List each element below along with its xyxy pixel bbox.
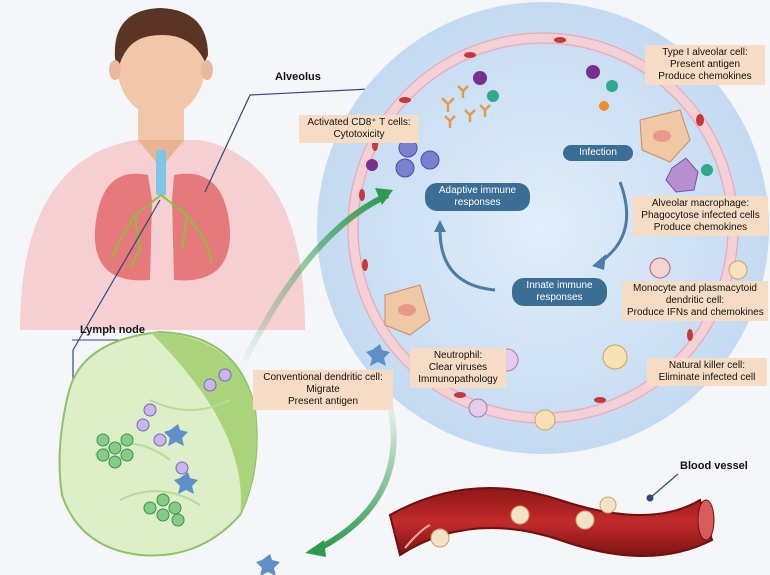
infection-pill: Infection xyxy=(563,145,633,161)
macrophage-line-1: Alveolar macrophage: xyxy=(651,198,750,209)
vessel-tube xyxy=(388,487,714,557)
green-arrow-down xyxy=(318,404,397,551)
blood-cells xyxy=(430,496,617,548)
cdc-line-2: Migrate xyxy=(306,384,340,395)
cycle-arrow-left xyxy=(438,229,496,292)
monocyte-line-3: Produce IFNs and chemokines xyxy=(627,307,764,318)
person-figure xyxy=(20,8,305,330)
alveolus-sac xyxy=(317,2,769,454)
type1-line-3: Produce chemokines xyxy=(658,71,752,82)
pdc xyxy=(728,260,748,280)
alveolar-macrophage xyxy=(665,157,699,193)
neutrophil-line-1: Neutrophil: xyxy=(433,350,483,361)
type1-box: Type I alveolar cell: Present antigen Pr… xyxy=(645,45,765,85)
torso xyxy=(20,140,305,330)
blood-vessel xyxy=(388,473,715,557)
macrophage-box: Alveolar macrophage: Phagocytose infecte… xyxy=(633,196,768,236)
lymphocyte-cluster xyxy=(96,433,185,527)
monocyte-line-2: dendritic cell: xyxy=(665,295,725,306)
hair xyxy=(114,8,208,70)
virus-cluster xyxy=(366,65,713,176)
green-arrow-up xyxy=(242,192,390,362)
monocyte-line-1: Monocyte and plasmacytoid xyxy=(633,283,757,294)
nk-box: Natural killer cell: Eliminate infected … xyxy=(647,358,767,386)
cdc-box: Conventional dendritic cell: Migrate Pre… xyxy=(253,370,393,410)
macrophage-line-3: Produce chemokines xyxy=(653,222,748,233)
t-cells-in-node xyxy=(136,368,232,475)
type1-line-1: Type I alveolar cell: xyxy=(662,47,748,58)
trachea xyxy=(156,150,166,195)
blood-vessel-label: Blood vessel xyxy=(680,460,748,472)
innate-line-2: responses xyxy=(536,292,583,303)
monocyte-box: Monocyte and plasmacytoid dendritic cell… xyxy=(622,281,768,321)
cd8-line-2: Cytotoxicity xyxy=(333,129,385,140)
type1-line-2: Present antigen xyxy=(669,59,741,70)
nk-line-2: Eliminate infected cell xyxy=(658,372,756,383)
cd8-box: Activated CD8⁺ T cells: Cytotoxicity xyxy=(299,115,419,143)
adaptive-line-1: Adaptive immune xyxy=(438,185,517,196)
bronchi xyxy=(111,194,213,269)
nk-cell xyxy=(602,344,628,370)
cd8-line-1: Activated CD8⁺ T cells: xyxy=(307,117,411,128)
monocyte xyxy=(649,257,671,279)
adaptive-pill: Adaptive immune responses xyxy=(425,183,530,211)
neutrophil-line-2: Clear viruses xyxy=(428,362,488,373)
nk-line-1: Natural killer cell: xyxy=(668,360,746,371)
neutrophil-line-3: Immunopathology xyxy=(418,374,498,385)
cd8-t-cells xyxy=(395,138,440,178)
antibodies xyxy=(441,85,491,128)
macrophage-line-2: Phagocytose infected cells xyxy=(641,210,760,221)
cdc-line-1: Conventional dendritic cell: xyxy=(263,372,383,383)
lymph-node xyxy=(58,330,390,575)
dendritic-cells-in-node xyxy=(164,344,390,575)
adaptive-line-2: responses xyxy=(454,197,501,208)
innate-pill: Innate immune responses xyxy=(512,278,607,306)
cdc-line-3: Present antigen xyxy=(287,396,359,407)
neutrophil-box: Neutrophil: Clear viruses Immunopatholog… xyxy=(410,348,506,388)
innate-line-1: Innate immune xyxy=(526,280,593,291)
right-lung xyxy=(172,173,231,281)
cycle-arrow-right xyxy=(599,181,629,264)
alveolus-leader-line xyxy=(204,87,391,193)
alveolus-label: Alveolus xyxy=(275,71,321,83)
lymph-leader-line xyxy=(72,199,161,351)
lymph-node-label: Lymph node xyxy=(80,324,145,336)
